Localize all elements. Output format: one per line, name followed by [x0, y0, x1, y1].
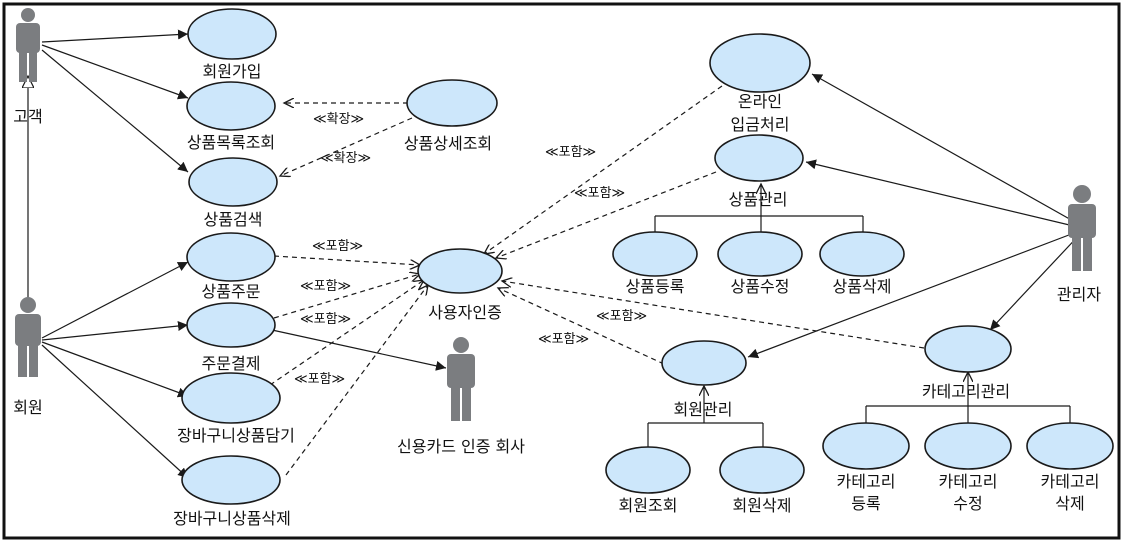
- usecase-product-list: [186, 81, 276, 131]
- usecase-member-delete: [719, 446, 805, 494]
- usecase-product-order: [186, 232, 276, 282]
- usecase-member-mgmt: [661, 340, 747, 386]
- include-cart-add-auth: [269, 280, 424, 386]
- assoc-admin-category-mgmt: [989, 231, 1083, 331]
- usecase-product-detail-label: 상품상세조회: [404, 134, 492, 153]
- usecase-online-deposit-label-1: 온라인: [738, 92, 782, 111]
- usecase-product-list-label: 상품목록조회: [187, 133, 275, 152]
- assoc-member-order: [41, 261, 189, 339]
- include-order-auth: [273, 255, 420, 265]
- include-product-mgmt-auth: [496, 171, 717, 258]
- stereotype-include-product-mgmt: ≪포함≫: [574, 186, 625, 201]
- stereotype-include-order: ≪포함≫: [312, 239, 363, 254]
- include-deposit-auth: [484, 85, 723, 254]
- usecase-product-search: [188, 157, 278, 207]
- usecase-product-mgmt-label: 상품관리: [729, 190, 788, 209]
- usecase-order-payment-label: 주문결제: [202, 354, 261, 373]
- stereotype-include-deposit: ≪포함≫: [545, 145, 596, 160]
- usecase-user-auth: [417, 248, 503, 294]
- usecase-product-order-label: 상품주문: [202, 282, 261, 301]
- usecase-category-delete-label-2: 삭제: [1055, 494, 1084, 513]
- usecase-member-view-label: 회원조회: [619, 496, 678, 515]
- include-member-mgmt-auth: [498, 288, 665, 365]
- include-payment-auth: [273, 274, 420, 319]
- usecase-member-view: [605, 446, 691, 494]
- category-mgmt-tree: [865, 372, 1071, 425]
- usecase-product-remove: [819, 231, 905, 277]
- assoc-admin-member-mgmt: [747, 229, 1083, 359]
- usecase-join-label: 회원가입: [203, 62, 262, 81]
- usecase-cart-add-label: 장바구니상품담기: [177, 426, 295, 445]
- stereotype-include-cart-delete: ≪포함≫: [294, 372, 345, 387]
- usecase-member-delete-label: 회원삭제: [733, 496, 792, 515]
- extend-detail-search: [280, 117, 413, 176]
- usecase-product-register: [612, 231, 698, 277]
- actor-customer-figure: [16, 8, 40, 82]
- assoc-admin-deposit: [811, 73, 1083, 227]
- usecase-category-delete: [1026, 422, 1114, 470]
- usecase-category-modify: [924, 422, 1012, 470]
- usecase-category-register: [822, 422, 910, 470]
- usecase-join: [187, 8, 277, 60]
- product-mgmt-tree: [654, 184, 864, 232]
- usecase-category-register-label-1: 카테고리: [837, 472, 896, 491]
- actor-admin-figure: [1068, 185, 1096, 271]
- usecase-product-mgmt: [714, 134, 804, 182]
- actor-admin-label: 관리자: [1057, 285, 1101, 304]
- actor-member-figure: [15, 297, 41, 377]
- usecase-member-mgmt-label: 회원관리: [674, 400, 733, 419]
- usecase-cart-add: [181, 372, 281, 424]
- usecase-category-mgmt-label: 카테고리관리: [922, 382, 1010, 401]
- actor-card-company-label: 신용카드 인증 회사: [397, 437, 525, 456]
- usecase-category-register-label-2: 등록: [851, 494, 880, 513]
- assoc-customer-join: [41, 29, 189, 43]
- usecase-product-remove-label: 상품삭제: [833, 277, 892, 296]
- usecase-product-search-label: 상품검색: [204, 210, 263, 229]
- usecase-category-mgmt: [924, 325, 1012, 373]
- stereotype-include-payment: ≪포함≫: [300, 279, 351, 294]
- usecase-product-detail: [406, 79, 498, 127]
- stereotype-include-category-mgmt: ≪포함≫: [596, 309, 647, 324]
- assoc-customer-list: [41, 44, 189, 100]
- member-mgmt-tree: [647, 386, 764, 447]
- assoc-admin-product-mgmt: [805, 159, 1083, 229]
- usecase-online-deposit-label-2: 입금처리: [731, 115, 790, 134]
- assoc-customer-search: [41, 49, 189, 173]
- usecase-category-modify-label-1: 카테고리: [939, 472, 998, 491]
- assoc-member-cart-delete: [41, 344, 189, 479]
- usecase-product-register-label: 상품등록: [626, 277, 685, 296]
- usecase-cart-delete: [181, 455, 281, 505]
- usecase-online-deposit: [709, 33, 811, 93]
- usecase-category-delete-label-1: 카테고리: [1041, 472, 1100, 491]
- usecase-product-modify: [717, 231, 803, 277]
- actor-card-company-figure: [447, 337, 475, 421]
- actor-member-label: 회원: [13, 398, 42, 417]
- stereotype-extend-2: ≪확장≫: [320, 151, 371, 166]
- actor-customer-label: 고객: [13, 107, 42, 126]
- usecase-category-modify-label-2: 수정: [953, 494, 982, 513]
- stereotype-include-cart-add: ≪포함≫: [300, 312, 351, 327]
- include-cart-delete-auth: [285, 285, 428, 476]
- assoc-payment-card-company: [271, 329, 447, 371]
- usecase-cart-delete-label: 장바구니상품삭제: [173, 509, 291, 528]
- usecase-user-auth-label: 사용자인증: [428, 303, 502, 322]
- usecase-product-modify-label: 상품수정: [731, 277, 790, 296]
- assoc-member-cart-add: [41, 341, 189, 398]
- stereotype-include-member-mgmt: ≪포함≫: [538, 332, 589, 347]
- diagram-border: [2, 2, 1121, 540]
- usecase-order-payment: [186, 302, 276, 348]
- assoc-member-payment: [41, 321, 189, 341]
- stereotype-extend-1: ≪확장≫: [313, 112, 364, 127]
